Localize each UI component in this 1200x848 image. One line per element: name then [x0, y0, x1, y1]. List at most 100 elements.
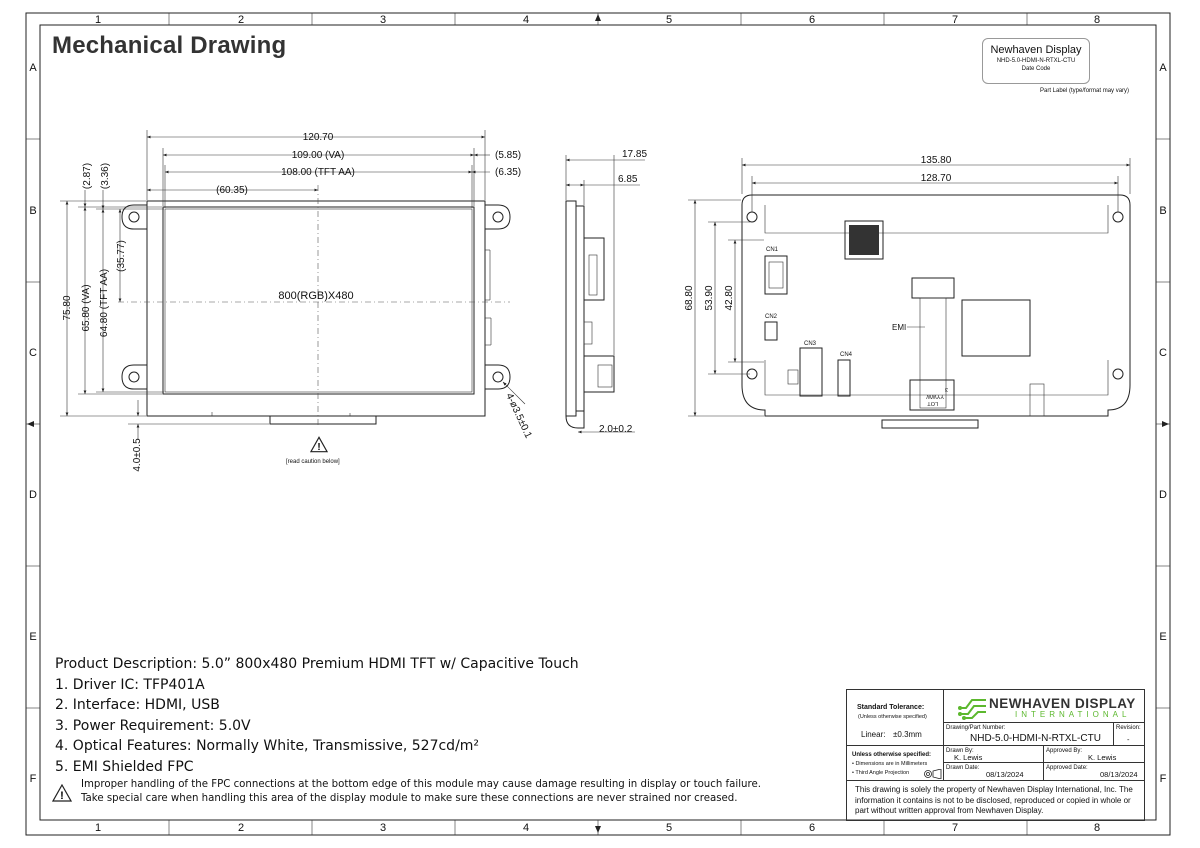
circuit-logo-icon — [958, 699, 986, 720]
cn3-connector — [799, 347, 823, 397]
cn4-connector — [837, 359, 851, 397]
dim-module-thickness: 6.85 — [618, 174, 638, 185]
revision-label: Revision: — [1116, 725, 1141, 731]
lot-label-box — [909, 379, 955, 411]
dim-fpc-offset: 4.0±0.5 — [132, 438, 143, 472]
approved-by-cell: Approved By: K. Lewis — [1044, 746, 1144, 763]
part-label-box: Newhaven Display NHD-5.0-HDMI-N-RTXL-CTU… — [982, 38, 1090, 84]
dim-aa-width: 108.00 (TFT AA) — [281, 167, 355, 178]
caution-line-2: Take special care when handling this are… — [81, 793, 738, 804]
col-label: 3 — [380, 822, 386, 834]
row-label: C — [29, 347, 37, 359]
dim-hole: 4-ø3.5±0.1 — [503, 392, 534, 441]
description-item: 4. Optical Features: Normally White, Tra… — [55, 738, 480, 755]
cn1-label: CN1 — [766, 247, 779, 253]
dim-fpc-thickness: 2.0±0.2 — [599, 424, 633, 435]
projection-symbol-icon — [924, 769, 942, 779]
row-label: F — [30, 773, 37, 785]
row-label: B — [1159, 205, 1166, 217]
row-label: A — [1159, 62, 1167, 74]
dim-right-offset-1: (5.85) — [495, 150, 521, 161]
row-label: C — [1159, 347, 1167, 359]
drawn-date-label: Drawn Date: — [946, 765, 980, 771]
col-label: 1 — [95, 822, 101, 834]
tolerance-cell: Standard Tolerance: (Unless otherwise sp… — [847, 690, 944, 746]
sheet-border — [25, 12, 1171, 836]
unless-label: Unless otherwise specified: — [852, 752, 932, 758]
page-title: Mechanical Drawing — [52, 32, 287, 59]
unless-cell: Unless otherwise specified: • Dimensions… — [847, 746, 944, 781]
cn3-label: CN3 — [804, 341, 817, 347]
dim-rear-hole-pitch-y2: 42.80 — [724, 285, 735, 310]
emi-label: EMI — [892, 323, 906, 332]
drawn-by: K. Lewis — [954, 753, 983, 762]
col-label: 2 — [238, 822, 244, 834]
description-item: 3. Power Requirement: 5.0V — [55, 717, 251, 734]
tolerance-label: Standard Tolerance: — [857, 704, 925, 711]
col-label: 2 — [238, 14, 244, 26]
dim-center-x: (60.35) — [216, 185, 248, 196]
ic-chip — [844, 220, 884, 260]
caution-icon: ! — [309, 436, 329, 458]
svg-text:!: ! — [60, 790, 64, 802]
lot-num: 3 — [945, 386, 948, 392]
active-area — [164, 208, 473, 393]
viewing-area — [162, 206, 475, 395]
col-label: 5 — [666, 14, 672, 26]
part-label-date-code: Date Code — [1021, 66, 1051, 72]
row-label: E — [1159, 631, 1166, 643]
dim-aa-height: 64.80 (TFT AA) — [99, 269, 110, 337]
approved-by: K. Lewis — [1088, 753, 1117, 762]
logo-sub-text: INTERNATIONAL — [1015, 710, 1131, 719]
revision-cell: Revision: - — [1114, 723, 1144, 746]
lot-code: YYWW — [925, 393, 944, 399]
grid-labels: 1 2 3 4 5 6 7 8 1 2 3 4 5 6 7 8 A B C D … — [29, 14, 1167, 834]
dim-total-thickness: 17.85 — [622, 149, 647, 160]
description-item: 2. Interface: HDMI, USB — [55, 697, 220, 714]
screen-resolution-label: 800(RGB)X480 — [278, 290, 353, 302]
linear-value: ±0.3mm — [893, 730, 922, 739]
col-label: 7 — [952, 14, 958, 26]
part-number: NHD-5.0-HDMI-N-RTXL-CTU — [970, 733, 1101, 744]
approved-date-label: Approved Date: — [1046, 765, 1088, 771]
linear-label: Linear: — [861, 730, 886, 739]
description-heading: Product Description: 5.0” 800x480 Premiu… — [55, 656, 579, 672]
dim-right-offset-2: (6.35) — [495, 167, 521, 178]
cn4-label: CN4 — [840, 352, 853, 358]
col-label: 4 — [523, 822, 529, 834]
revision: - — [1127, 735, 1130, 744]
dim-rear-overall-width: 135.80 — [921, 155, 952, 166]
read-caution-note: [read caution below] — [286, 459, 340, 465]
col-label: 3 — [380, 14, 386, 26]
row-label: D — [1159, 489, 1167, 501]
module-outline — [146, 200, 486, 417]
lot-label: LOT — [927, 400, 938, 406]
part-number-cell: Drawing/Part Number: NHD-5.0-HDMI-N-RTXL… — [944, 723, 1114, 746]
svg-text:!: ! — [317, 442, 320, 453]
description-item: 5. EMI Shielded FPC — [55, 758, 194, 775]
rear-view: 135.80 128.70 68.80 53.90 42.80 CN1 CN2 … — [684, 155, 1131, 429]
cn1-connector — [764, 255, 788, 295]
dim-top-offset-1: (2.87) — [82, 163, 93, 189]
row-label: A — [29, 62, 37, 74]
side-view: 17.85 6.85 2.0±0.2 — [565, 149, 647, 435]
dim-rear-hole-pitch-y: 53.90 — [704, 285, 715, 310]
dim-rear-hole-pitch-x: 128.70 — [921, 173, 952, 184]
col-label: 1 — [95, 14, 101, 26]
col-label: 5 — [666, 822, 672, 834]
col-label: 6 — [809, 822, 815, 834]
drawn-by-cell: Drawn By: K. Lewis — [944, 746, 1044, 763]
dim-overall-width: 120.70 — [303, 132, 334, 143]
dim-va-height: 65.80 (VA) — [81, 284, 92, 331]
description-item: 1. Driver IC: TFP401A — [55, 676, 205, 693]
col-label: 4 — [523, 14, 529, 26]
dim-top-offset-2: (3.36) — [100, 163, 111, 189]
logo-main-text: NEWHAVEN DISPLAY — [989, 696, 1136, 711]
dim-center-y: (35.77) — [116, 240, 127, 272]
row-label: B — [29, 205, 36, 217]
unless-item-2: • Third Angle Projection — [852, 770, 910, 776]
col-label: 8 — [1094, 14, 1100, 26]
row-label: D — [29, 489, 37, 501]
approved-date: 08/13/2024 — [1100, 770, 1138, 779]
